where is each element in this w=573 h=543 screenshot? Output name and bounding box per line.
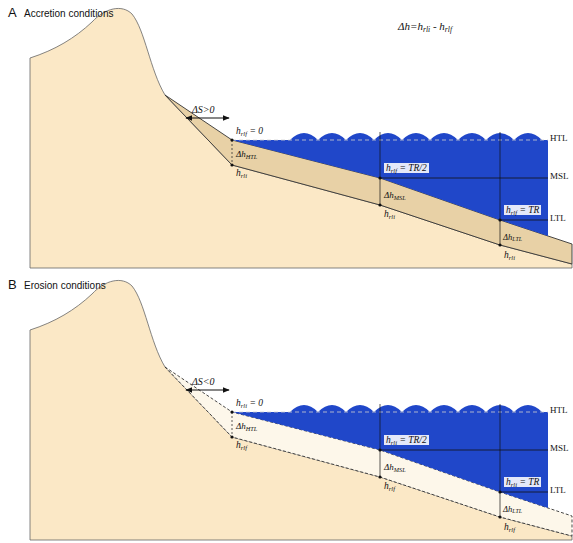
profile-label: hrli bbox=[236, 168, 247, 178]
panel-title: A bbox=[8, 6, 17, 20]
tide-level-label: MSL bbox=[550, 172, 569, 182]
sea-water bbox=[232, 405, 548, 508]
shoreline-shift-arrow bbox=[186, 389, 229, 390]
sea-water bbox=[232, 133, 548, 236]
profile-label: hrli bbox=[384, 209, 395, 219]
shoreline-shift-arrow bbox=[186, 117, 229, 118]
profile-points bbox=[230, 138, 501, 246]
profile-points bbox=[230, 410, 501, 518]
accretion-panel bbox=[30, 8, 572, 268]
tide-level-label: HTL bbox=[550, 406, 568, 416]
vertical-dashed-guide bbox=[232, 412, 233, 437]
profile-label: ΔhHTL bbox=[236, 422, 257, 432]
panel-title: Erosion conditions bbox=[24, 280, 106, 291]
eroded-wedge bbox=[165, 367, 572, 536]
profile-label: ΔhHTL bbox=[236, 150, 257, 160]
panel-title: Accretion conditions bbox=[24, 8, 114, 19]
profile-label: hrli = TR/2 bbox=[384, 435, 429, 445]
profile-label: ΔS>0 bbox=[192, 104, 215, 115]
sand-ground bbox=[30, 280, 572, 540]
panel-title: B bbox=[8, 278, 17, 292]
tide-level-label: HTL bbox=[550, 134, 568, 144]
profile-label: hrli = 0 bbox=[236, 398, 263, 408]
mean-sea-level-line bbox=[380, 450, 548, 451]
low-tide-line bbox=[500, 220, 548, 221]
mean-sea-level-line bbox=[380, 178, 548, 179]
profile-label: ΔhLTL bbox=[503, 233, 522, 242]
tide-level-label: LTL bbox=[550, 214, 566, 224]
high-tide-line bbox=[232, 140, 548, 141]
profile-label: hrlf bbox=[384, 481, 395, 491]
tide-level-label: MSL bbox=[550, 444, 569, 454]
profile-label: ΔhMSL bbox=[384, 463, 406, 473]
profile-label: hrli = TR bbox=[504, 477, 541, 487]
formula-label: Δh=hrli - hrlf bbox=[398, 20, 452, 32]
profile-label: hrlf bbox=[504, 522, 515, 532]
profile-label: hrlf = TR/2 bbox=[384, 163, 429, 173]
vertical-guide bbox=[380, 132, 500, 245]
erosion-panel bbox=[30, 280, 572, 540]
tide-level-label: LTL bbox=[550, 486, 566, 496]
profile-label: hrlf bbox=[236, 440, 247, 450]
vertical-guide bbox=[380, 404, 500, 517]
profile-label: ΔhMSL bbox=[384, 191, 406, 201]
vertical-dashed-guide bbox=[232, 140, 233, 165]
profile-label: hrli bbox=[504, 250, 515, 260]
high-tide-line bbox=[232, 412, 548, 413]
profile-label: hrlf = 0 bbox=[236, 126, 263, 136]
accreted-wedge bbox=[165, 95, 572, 264]
sand-ground bbox=[30, 8, 572, 268]
profile-label: ΔhLTL bbox=[503, 505, 522, 514]
profile-label: hrlf = TR bbox=[504, 205, 541, 215]
profile-label: ΔS<0 bbox=[192, 376, 215, 387]
low-tide-line bbox=[500, 492, 548, 493]
